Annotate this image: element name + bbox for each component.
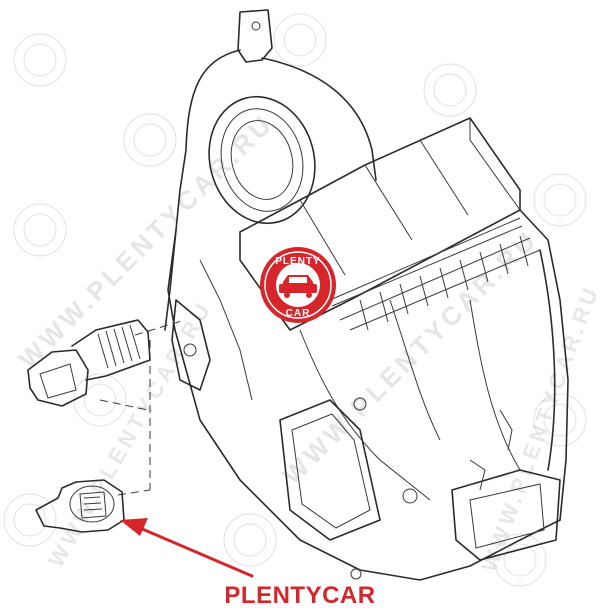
brand-caption: PLENTYCAR bbox=[224, 582, 376, 609]
resistor-part-upper bbox=[27, 319, 151, 407]
alignment-lines bbox=[99, 319, 186, 496]
plentycar-logo: PLENTY CAR bbox=[260, 247, 336, 323]
resistor-part-lower bbox=[35, 479, 125, 533]
pointer-arrow bbox=[120, 518, 254, 578]
logo-bottom-text: CAR bbox=[286, 308, 311, 319]
car-icon bbox=[279, 275, 317, 298]
arrow-icon bbox=[120, 518, 148, 536]
logo-top-text: PLENTY bbox=[275, 256, 320, 267]
